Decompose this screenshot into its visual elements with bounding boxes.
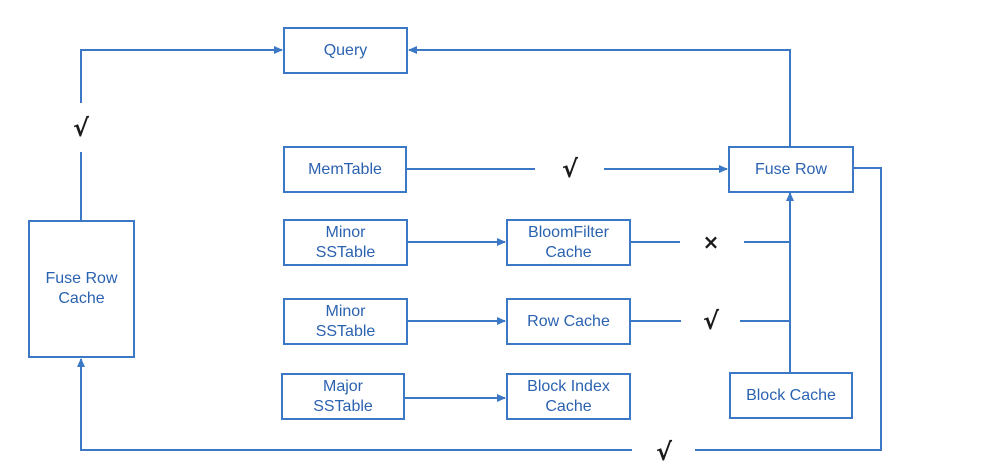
row-cache-box: Row Cache	[506, 298, 631, 345]
fuse-row-cache-box: Fuse Row Cache	[28, 220, 135, 358]
query-box: Query	[283, 27, 408, 74]
check-mark-bottom: √	[655, 438, 672, 466]
minor-sstable-box-1: Minor SSTable	[283, 219, 408, 266]
check-mark-memtable: √	[561, 155, 578, 183]
fuse-row-box: Fuse Row	[728, 146, 854, 193]
connector-bottom-to-fuse-row-cache	[77, 358, 632, 451]
major-sstable-box: Major SSTable	[281, 373, 405, 420]
bloomfilter-cache-box: BloomFilter Cache	[506, 219, 631, 266]
cross-mark-bloomfilter: ×	[702, 230, 720, 254]
check-mark-row-cache: √	[702, 307, 719, 335]
block-index-cache-box: Block Index Cache	[506, 373, 631, 420]
connector-fuse-row-cache-to-query-upper	[80, 46, 283, 103]
memtable-box: MemTable	[283, 146, 407, 193]
check-mark-left: √	[72, 114, 89, 142]
connector-fuse-row-to-query	[408, 46, 791, 146]
block-cache-box: Block Cache	[729, 372, 853, 419]
connector-fuse-row-right-bottom	[695, 167, 882, 451]
minor-sstable-box-2: Minor SSTable	[283, 298, 408, 345]
